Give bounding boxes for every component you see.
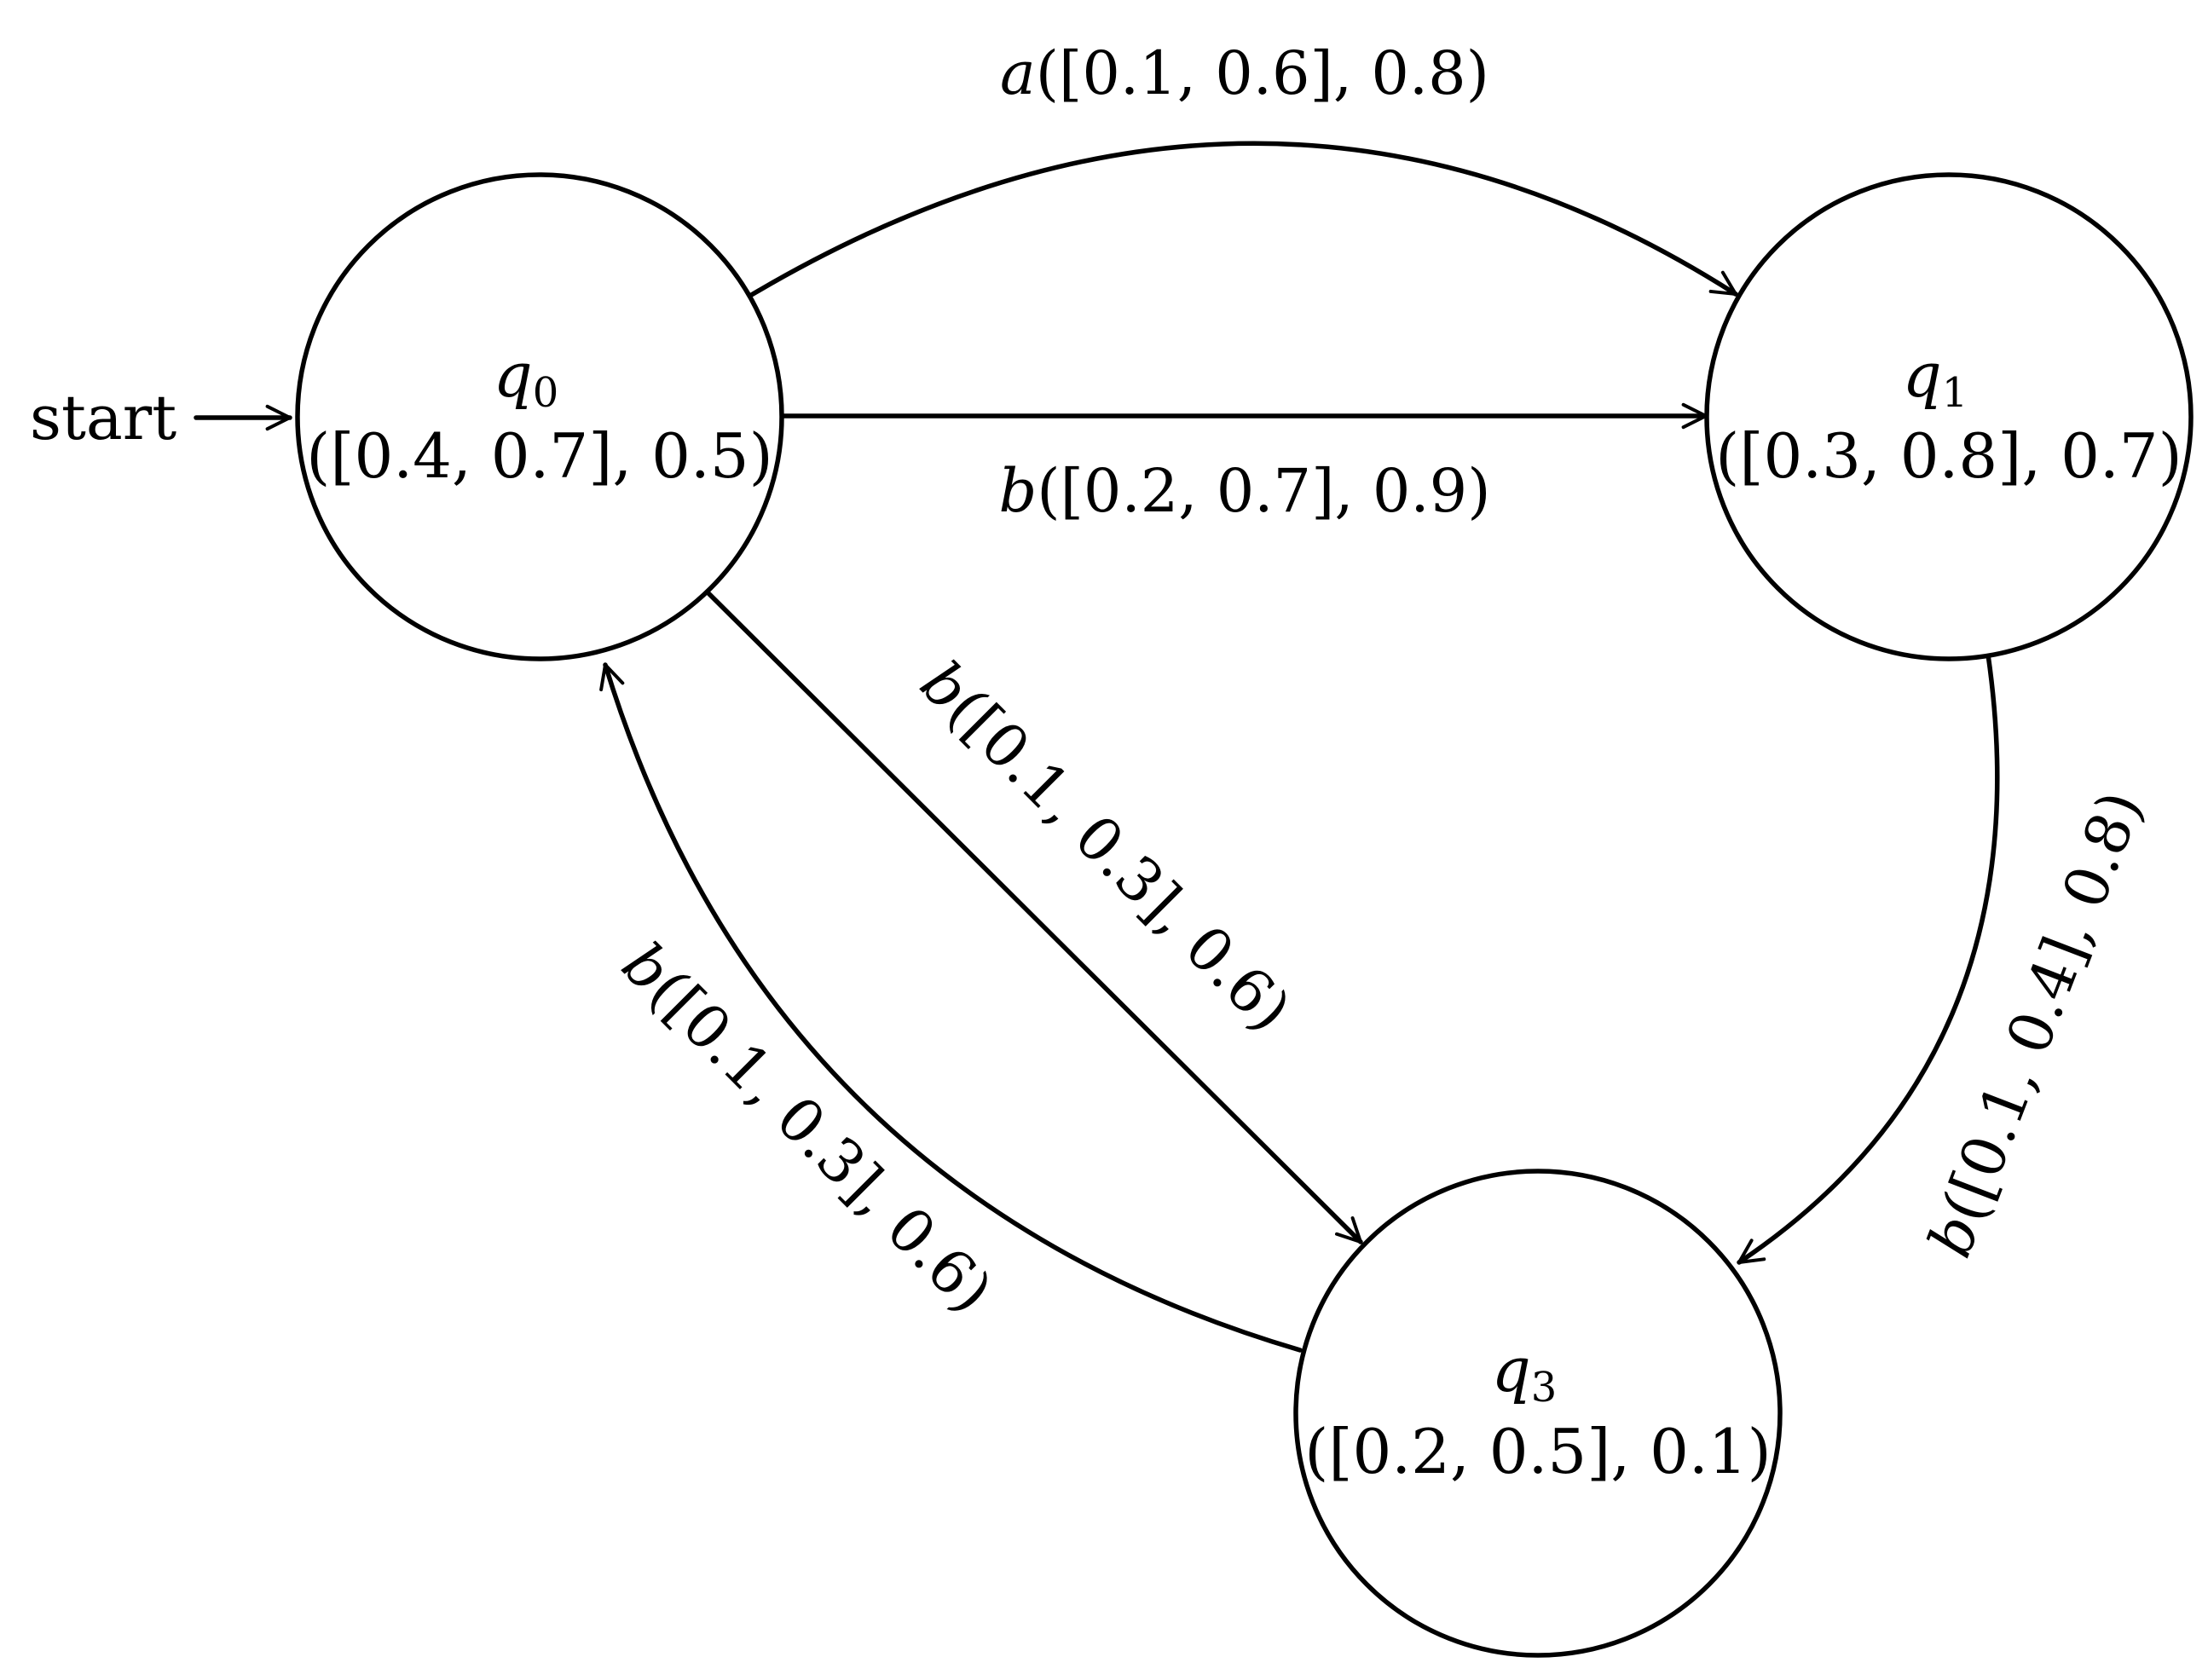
state-q0-label: q0 <box>494 339 559 417</box>
edge-q0-q1-a <box>746 141 1738 299</box>
state-q3-value: ([0.2, 0.5], 0.1) <box>1304 1416 1771 1487</box>
edge-label-q0-q1-a: a([0.1, 0.6], 0.8) <box>1000 38 1489 108</box>
state-q0-circle <box>295 172 784 661</box>
state-q1: q1 ([0.3, 0.8], 0.7) <box>1704 172 2194 661</box>
state-q1-circle <box>1704 172 2194 661</box>
state-q3-label: q3 <box>1492 1334 1558 1412</box>
state-q0: q0 ([0.4, 0.7], 0.5) <box>295 172 784 661</box>
start-label: start <box>30 382 176 453</box>
state-q1-value: ([0.3, 0.8], 0.7) <box>1715 420 2182 492</box>
edge-label-q1-q3-b: b([0.1, 0.4], 0.8) <box>1915 782 2156 1266</box>
edge-label-q3-q0-b: b([0.1, 0.3], 0.6) <box>609 929 1006 1326</box>
state-q3: q3 ([0.2, 0.5], 0.1) <box>1293 1169 1783 1658</box>
state-q0-value: ([0.4, 0.7], 0.5) <box>306 420 772 492</box>
edge-q1-q3-b <box>1737 652 2000 1265</box>
edge-q0-q3-b <box>703 588 1363 1244</box>
edge-label-q0-q1-b: b([0.2, 0.7], 0.9) <box>998 456 1490 526</box>
state-q1-label: q1 <box>1903 339 1968 417</box>
state-q3-circle <box>1293 1169 1783 1658</box>
edge-q3-q0-b <box>599 662 1303 1353</box>
